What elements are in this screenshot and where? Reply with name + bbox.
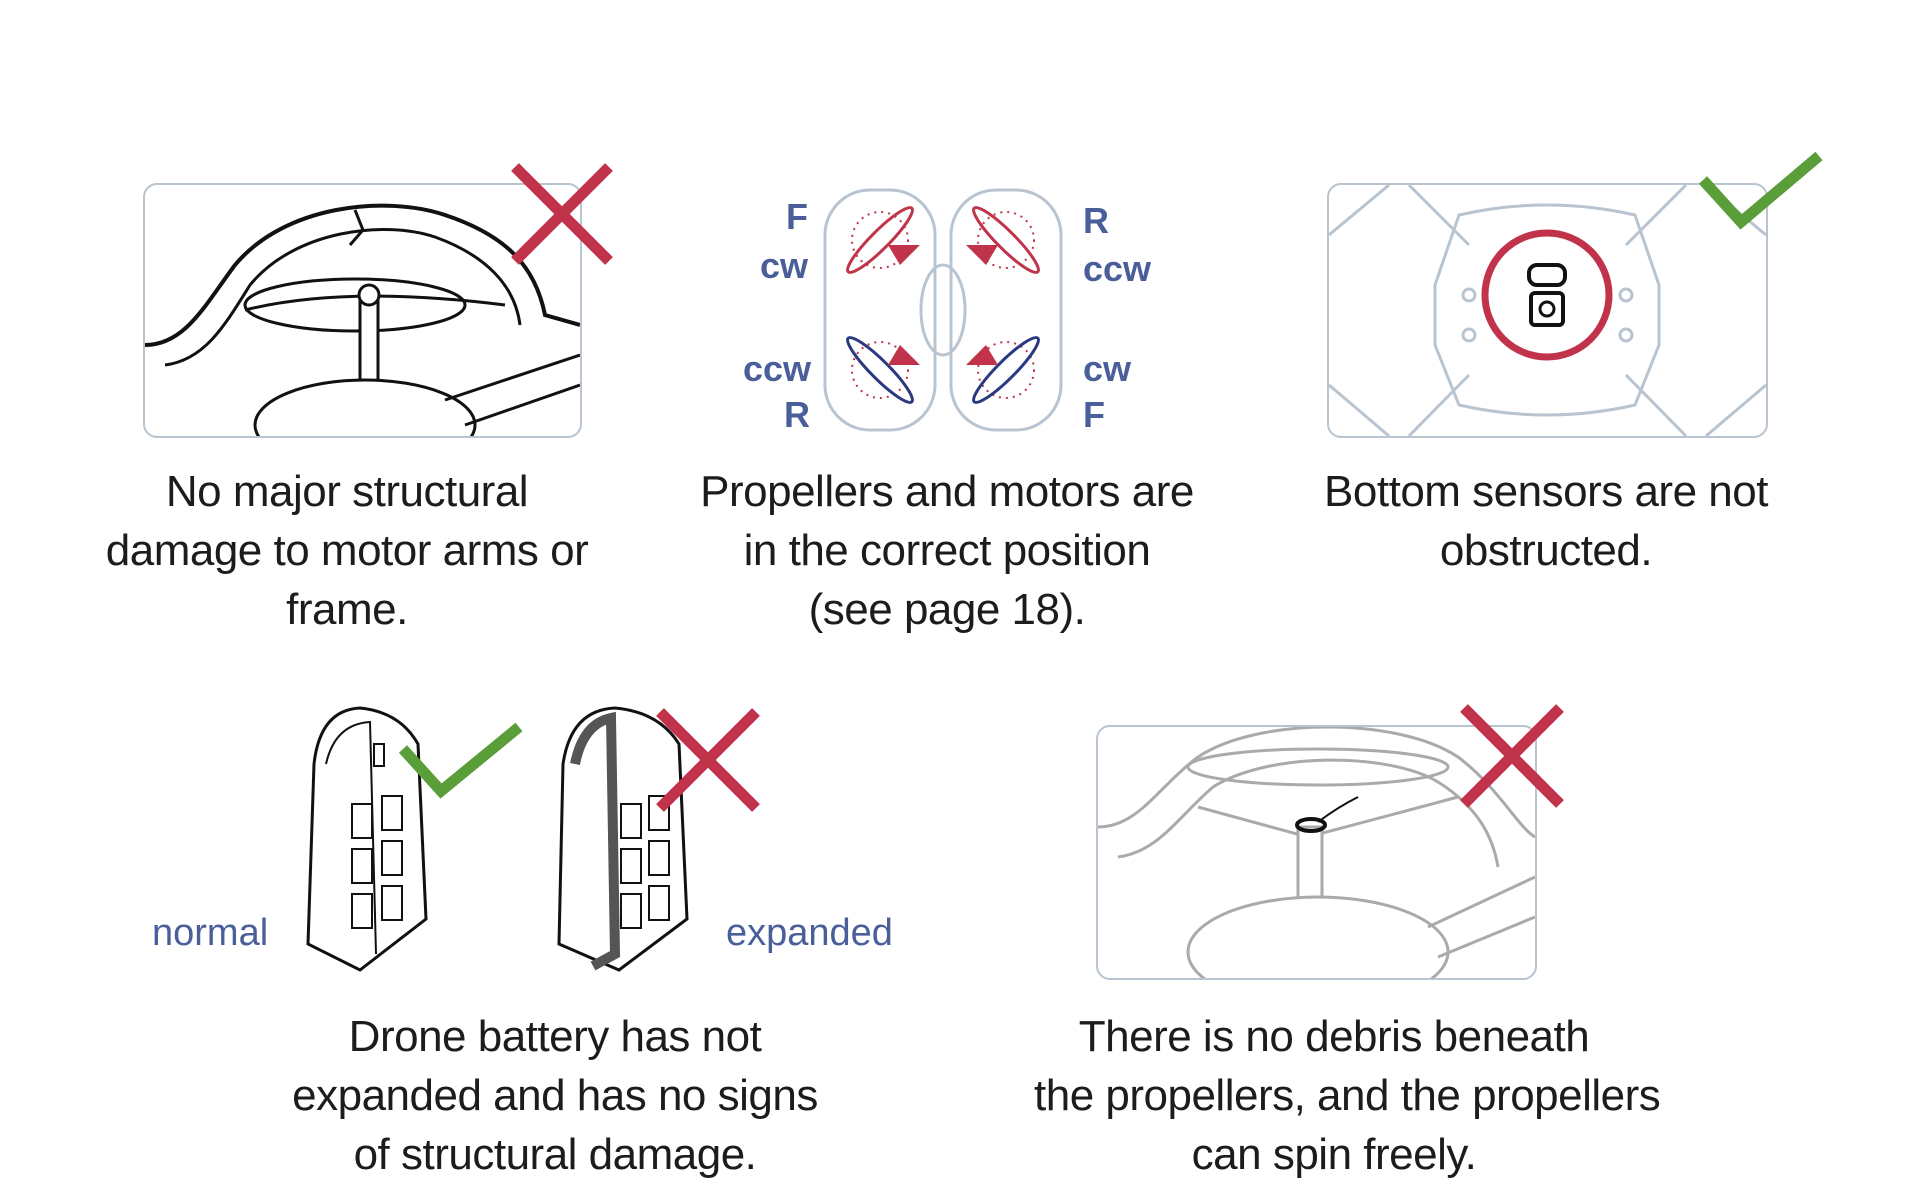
caption-battery: Drone battery has not expanded and has n… <box>255 1007 855 1184</box>
caption-bottom-sensors: Bottom sensors are not obstructed. <box>1246 462 1846 580</box>
front-right-propeller <box>966 206 1040 274</box>
propeller-position-diagram <box>823 188 1063 432</box>
label-rear-left-r: R <box>784 394 810 435</box>
label-front-left-cw: cw <box>760 245 809 286</box>
front-left-propeller <box>846 206 920 274</box>
label-front-right-r: R <box>1083 200 1109 241</box>
label-front-right-ccw: ccw <box>1083 248 1152 289</box>
caption-line: There is no debris beneath <box>1078 1012 1590 1061</box>
caption-line: frame. <box>286 585 408 634</box>
bottom-sensors-illustration <box>1327 183 1768 438</box>
caption-line: of structural damage. <box>353 1130 757 1179</box>
expanded-battery-illustration <box>557 706 689 972</box>
caption-line: Bottom sensors are not <box>1324 467 1768 516</box>
label-expanded: expanded <box>726 912 893 954</box>
label-rear-right-f: F <box>1083 394 1105 435</box>
label-rear-left-ccw: ccw <box>743 348 812 389</box>
caption-line: obstructed. <box>1439 526 1653 575</box>
caption-line: can spin freely. <box>1191 1130 1477 1179</box>
x-mark-icon <box>511 163 613 265</box>
x-mark-icon <box>1460 704 1564 808</box>
check-mark-icon <box>398 722 523 799</box>
propeller-debris-illustration <box>1096 725 1537 980</box>
label-front-left-f: F <box>786 196 808 237</box>
label-normal: normal <box>152 912 269 954</box>
caption-line: No major structural <box>165 467 529 516</box>
caption-line: the propellers, and the propellers <box>1034 1071 1661 1120</box>
caption-line: Propellers and motors are <box>700 467 1194 516</box>
caption-line: in the correct position <box>743 526 1151 575</box>
caption-line: (see page 18). <box>808 585 1086 634</box>
normal-battery-illustration <box>306 706 428 972</box>
caption-line: Drone battery has not <box>348 1012 762 1061</box>
check-mark-icon <box>1698 151 1823 230</box>
caption-line: expanded and has no signs <box>292 1071 818 1120</box>
caption-line: damage to motor arms or <box>105 526 589 575</box>
rear-left-propeller <box>846 336 920 404</box>
x-mark-icon <box>656 708 760 812</box>
rear-right-propeller <box>966 336 1040 404</box>
caption-debris: There is no debris beneath the propeller… <box>1034 1007 1661 1184</box>
caption-frame-damage: No major structural damage to motor arms… <box>47 462 647 639</box>
label-rear-right-cw: cw <box>1083 348 1132 389</box>
caption-propeller-position: Propellers and motors are in the correct… <box>647 462 1247 639</box>
